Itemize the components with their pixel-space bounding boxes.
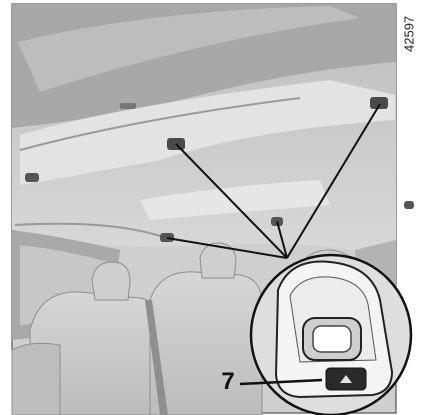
- callout-label: 7: [214, 368, 242, 396]
- figure-reference-code: 42597: [398, 4, 420, 64]
- ceiling: [12, 4, 396, 255]
